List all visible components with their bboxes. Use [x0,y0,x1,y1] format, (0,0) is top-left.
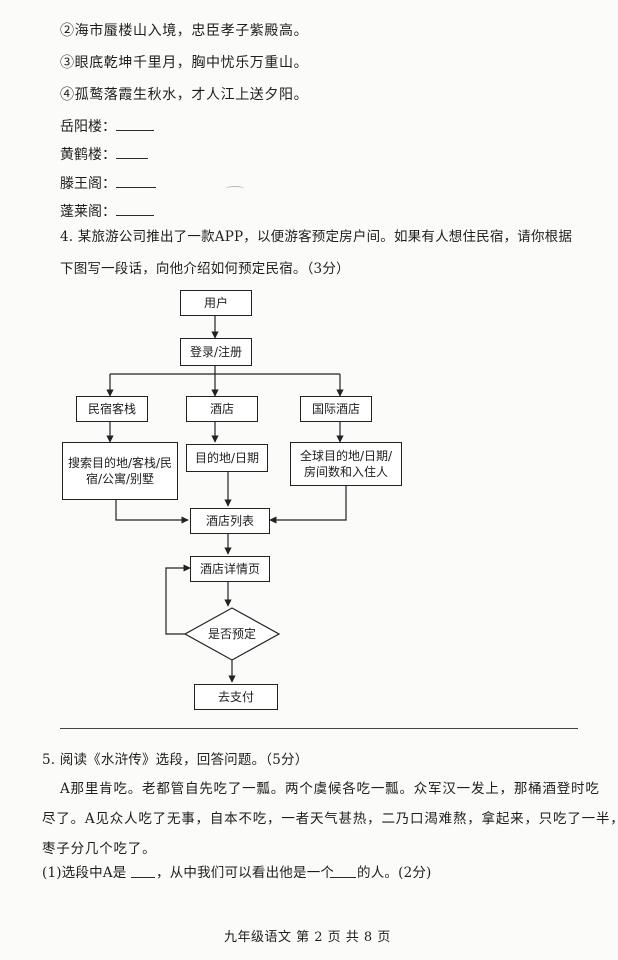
page-footer: 九年级语文 第 2 页 共 8 页 [224,930,391,945]
node-global-search: 全球目的地/日期/房间数和入住人 [290,442,402,486]
answer-blank-yueyang[interactable] [116,130,154,131]
poem-line-2: ②海市蜃楼山入境，忠臣孝子紫殿高。 [60,23,309,39]
question-5-para-2: 尽了。A见众人吃了无事，自本不吃，一者天气甚热，二乃口渴难熬，拿起来，只吃了一半… [42,811,618,827]
node-homestay: 民宿客栈 [76,396,148,422]
answer-blank-huanghe[interactable] [116,158,148,159]
answer-blank-5-1-a[interactable] [131,877,155,878]
node-hotel-list: 酒店列表 [190,508,270,534]
question-5-sub-1-b: ，从中我们可以看出他是一个 [156,865,335,881]
question-5-sub-1-c: 的人。(2分) [357,865,432,881]
question-4-line-2: 下图写一段话，向他介绍如何预定民宿。（3分） [60,261,350,277]
question-5-title: 5. 阅读《水浒传》选段，回答问题。（5分） [42,752,309,768]
poem-line-3: ③眼底乾坤千里月，胸中忧乐万重山。 [60,55,309,71]
node-hotel: 酒店 [186,396,258,422]
section-divider [60,728,578,729]
question-5-para-1: A那里肯吃。老都管自先吃了一瓢。两个虞候各吃一瓢。众军汉一发上，那桶酒登时吃 [60,781,600,797]
node-login: 登录/注册 [180,338,252,366]
poem-line-4: ④孤鹜落霞生秋水，才人江上送夕阳。 [60,87,309,103]
answer-blank-5-1-b[interactable] [330,877,356,878]
question-5-para-3: 枣子分几个吃了。 [42,841,157,857]
arrow-global-list [269,486,347,524]
node-pay: 去支付 [194,684,278,710]
tower-label-tengwang: 滕王阁： [60,176,116,192]
node-search-homestay: 搜索目的地/客栈/民宿/公寓/别墅 [62,442,178,500]
node-decision-label: 是否预定 [207,627,256,641]
question-5-sub-1-a: (1)选段中A是 [42,865,127,881]
tower-label-yueyang: 岳阳楼： [60,119,116,135]
question-4-line-1: 4. 某旅游公司推出了一款APP，以便游客预定房户间。如果有人想住民宿，请你根据 [60,229,573,245]
node-hotel-detail: 酒店详情页 [190,556,270,582]
arrow-loop-back [165,564,191,635]
node-intl-hotel: 国际酒店 [300,396,372,422]
answer-blank-tengwang[interactable] [116,187,156,188]
tower-label-penglai: 蓬莱阁： [60,204,116,220]
answer-blank-penglai[interactable] [116,215,154,216]
arrow-search-list [115,500,189,524]
paper-smudge [226,186,244,191]
node-dest-date: 目的地/日期 [186,444,268,472]
tower-label-huanghe: 黄鹤楼： [60,147,116,163]
node-user: 用户 [180,290,252,316]
